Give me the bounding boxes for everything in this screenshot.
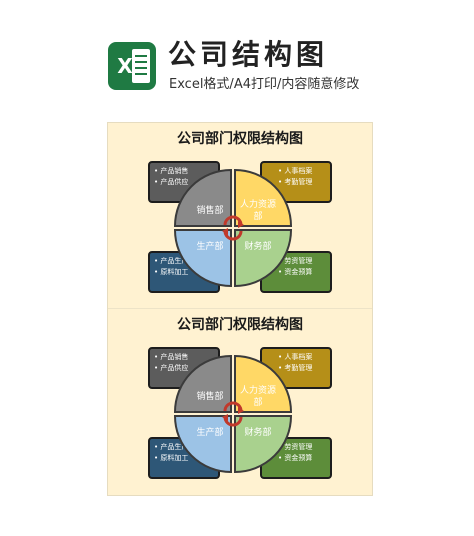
page-subtitle: Excel格式/A4打印/内容随意修改: [169, 77, 360, 92]
circle-quadrants: [173, 354, 293, 474]
finance-quadrant: [234, 415, 293, 474]
duty-item: • 资金预算: [278, 454, 313, 462]
duty-item: • 资金预算: [278, 268, 313, 276]
circle-quadrants: [173, 168, 293, 288]
org-chart-panel-2: 公司部门权限结构图 • 产品销售 • 产品供应 • 人事档案 • 考勤管理 • …: [108, 309, 372, 494]
department-circle: 销售部 人力资源部 生产部 财务部: [168, 163, 298, 293]
duty-item: • 产品销售: [154, 167, 189, 175]
duty-item: • 原料加工: [154, 454, 189, 462]
duty-item: • 考勤管理: [278, 364, 313, 372]
duty-item: • 人事档案: [278, 353, 313, 361]
production-label: 生产部: [196, 428, 224, 438]
spreadsheet-icon: [132, 49, 150, 83]
hr-label: 人力资源部: [239, 386, 276, 408]
cycle-arrows-icon: [222, 215, 244, 241]
hr-label: 人力资源部: [239, 200, 276, 222]
duty-item: • 劳资管理: [278, 443, 313, 451]
duty-item: • 劳资管理: [278, 257, 313, 265]
org-chart-panel-1: 公司部门权限结构图 • 产品销售 • 产品供应 • 人事档案 • 考勤管理 • …: [108, 123, 372, 308]
page-title: 公司结构图: [168, 38, 329, 71]
excel-icon: X: [108, 42, 156, 90]
duty-item: • 原料加工: [154, 268, 189, 276]
page-header: X 公司结构图 Excel格式/A4打印/内容随意修改: [0, 0, 474, 110]
duty-item: • 产品供应: [154, 178, 189, 186]
sales-label: 销售部: [196, 206, 224, 216]
department-circle: 销售部 人力资源部 生产部 财务部: [168, 349, 298, 479]
excel-icon-letter: X: [117, 54, 133, 78]
duty-item: • 考勤管理: [278, 178, 313, 186]
hr-quadrant: [234, 168, 293, 227]
panel-title: 公司部门权限结构图: [177, 317, 303, 333]
sales-quadrant: [173, 354, 232, 413]
sales-label: 销售部: [196, 392, 224, 402]
production-label: 生产部: [196, 242, 224, 252]
duty-item: • 产品销售: [154, 353, 189, 361]
duty-item: • 人事档案: [278, 167, 313, 175]
finance-label: 财务部: [244, 428, 272, 438]
sales-quadrant: [173, 168, 232, 227]
finance-quadrant: [234, 229, 293, 288]
finance-label: 财务部: [244, 242, 272, 252]
duty-item: • 产品供应: [154, 364, 189, 372]
hr-quadrant: [234, 354, 293, 413]
panel-title: 公司部门权限结构图: [177, 131, 303, 147]
duty-item: • 产品生产: [154, 443, 189, 451]
page-divider: [108, 308, 372, 309]
duty-item: • 产品生产: [154, 257, 189, 265]
cycle-arrows-icon: [222, 401, 244, 427]
production-quadrant: [173, 415, 232, 474]
production-quadrant: [173, 229, 232, 288]
document-preview: 公司部门权限结构图 • 产品销售 • 产品供应 • 人事档案 • 考勤管理 • …: [107, 122, 373, 496]
